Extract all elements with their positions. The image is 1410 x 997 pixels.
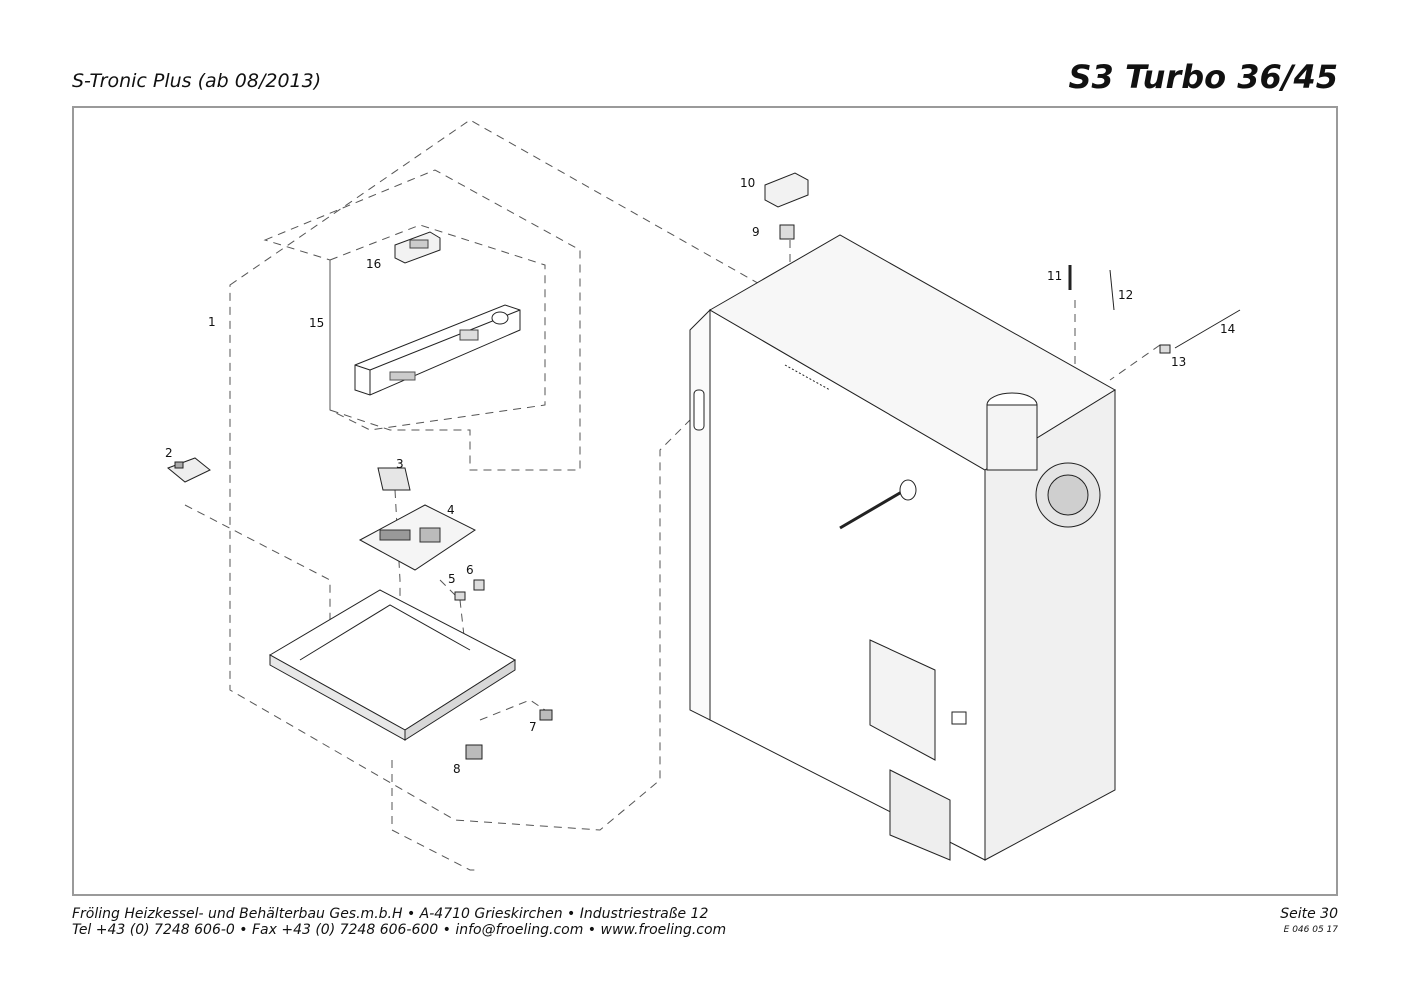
callout-labels: 1 2 3 4 5 6 7 8 9 10 11 12 13 14 15 16 [165, 176, 1235, 776]
probe-part-14 [1174, 309, 1241, 349]
callout-4: 4 [447, 503, 455, 517]
footer-company-address: Fröling Heizkessel- und Behälterbau Ges.… [72, 906, 709, 922]
terminal-part-6 [473, 579, 485, 591]
door-handle [693, 389, 705, 431]
board-part-2 [167, 457, 211, 483]
footer-doc-code: E 046 05 17 [1283, 925, 1338, 935]
switch-part-8 [465, 744, 483, 760]
cleaning-rod [839, 488, 906, 530]
callout-13: 13 [1171, 355, 1186, 369]
callout-1: 1 [208, 315, 216, 329]
callout-7: 7 [529, 720, 537, 734]
vent-grille [389, 371, 416, 381]
outline-display-housing [329, 224, 546, 431]
drawing-frame [72, 106, 1338, 896]
mainboard-connectors [379, 529, 411, 541]
document-title: S3 Turbo 36/45 [1068, 58, 1339, 96]
outline-assembly-1 [229, 119, 771, 831]
access-plate [869, 639, 936, 761]
label-plate [951, 711, 967, 725]
boiler-group [689, 172, 1241, 861]
callout-10: 10 [740, 176, 755, 190]
callout-15: 15 [309, 316, 324, 330]
callout-3: 3 [396, 457, 404, 471]
control-panel-group [354, 231, 521, 396]
sensor-part-12 [1109, 269, 1115, 311]
callout-12: 12 [1118, 288, 1133, 302]
leader-part-7 [479, 699, 546, 721]
fan-grille [1047, 474, 1089, 516]
callout-8: 8 [453, 762, 461, 776]
mainboard-part-4 [358, 504, 476, 571]
leader-part-2 [184, 504, 331, 650]
rod-mount [899, 479, 917, 501]
electronics-group [167, 457, 553, 760]
card-part-3 [377, 467, 411, 491]
callout-9: 9 [752, 225, 760, 239]
display-screen [409, 239, 429, 249]
tray-rail [299, 604, 471, 661]
leader-part-8 [391, 760, 480, 871]
leader-part-13 [1109, 344, 1161, 381]
display-window [491, 311, 509, 325]
footer-page-number: Seite 30 [1280, 906, 1338, 922]
document-subtitle: S-Tronic Plus (ab 08/2013) [72, 70, 322, 92]
footer-contact: Tel +43 (0) 7248 606-0 • Fax +43 (0) 724… [72, 922, 727, 938]
board-2-connector [174, 461, 184, 469]
callout-2: 2 [165, 446, 173, 460]
callout-6: 6 [466, 563, 474, 577]
callout-16: 16 [366, 257, 381, 271]
flue-pipe [986, 404, 1038, 471]
control-buttons [459, 329, 479, 341]
callout-14: 14 [1220, 322, 1235, 336]
display-housing-edge-top [354, 364, 371, 371]
base-tray-side [404, 659, 516, 741]
top-vent-slots [784, 364, 831, 391]
fitting-part-13 [1159, 344, 1171, 354]
boiler-side-panel [689, 308, 711, 721]
mainboard-relays [419, 527, 441, 543]
callout-5: 5 [448, 572, 456, 586]
switch-part-7 [539, 709, 553, 721]
callout-11: 11 [1047, 269, 1062, 283]
sensor-part-9 [779, 224, 795, 240]
ash-door [889, 769, 951, 861]
fuse-holder-part-5 [454, 591, 466, 601]
outline-assembly-15 [263, 169, 581, 471]
cover-part-10 [764, 172, 809, 208]
